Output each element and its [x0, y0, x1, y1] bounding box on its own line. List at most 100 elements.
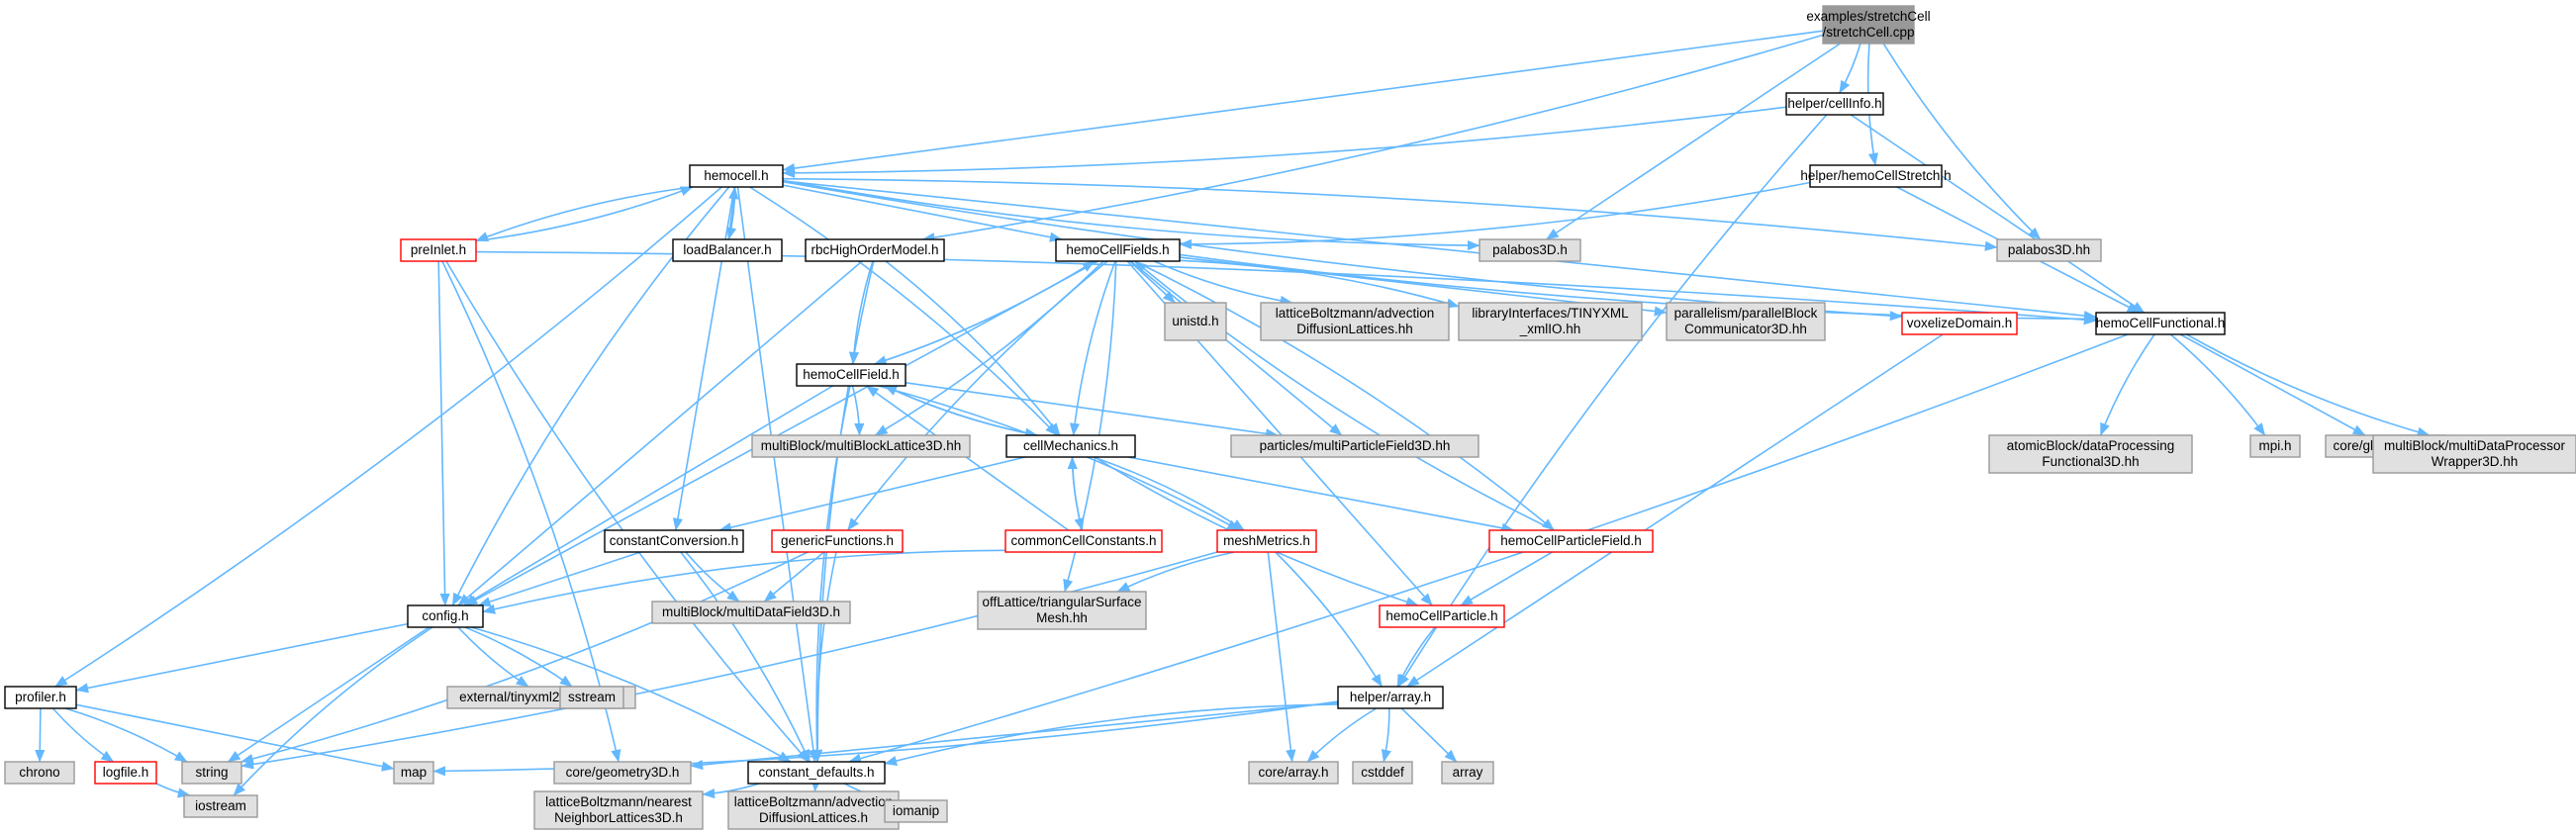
- node-voxel-box: [1901, 312, 2018, 335]
- edge-particlefield-to-fields: [1134, 260, 1555, 531]
- node-particlefield[interactable]: hemoCellParticleField.h: [1488, 529, 1654, 553]
- node-logfile-label-line-0: logfile.h: [103, 765, 149, 780]
- node-hemocell[interactable]: hemocell.h: [689, 164, 784, 188]
- node-map[interactable]: map: [393, 761, 434, 785]
- node-mblattice[interactable]: multiBlock/multiBlockLattice3D.hh: [751, 434, 971, 458]
- edge-config-to-iostream: [233, 626, 433, 796]
- node-generic-label-line-0: genericFunctions.h: [781, 533, 894, 548]
- node-mbdatafield[interactable]: multiBlock/multiDataField3D.h: [651, 601, 851, 624]
- node-parblock-label-line-0: parallelism/parallelBlock: [1674, 306, 1818, 321]
- node-chrono-label-line-0: chrono: [19, 765, 59, 780]
- node-generic[interactable]: genericFunctions.h: [771, 529, 904, 553]
- edge-array-to-arr: [1400, 707, 1458, 763]
- edge-meshmetrics-to-string: [240, 551, 1218, 770]
- edge-fields-to-tinyio: [1179, 259, 1460, 309]
- node-particlefield-box: [1488, 529, 1654, 553]
- node-lbadv[interactable]: latticeBoltzmann/advectionDiffusionLatti…: [1260, 302, 1450, 341]
- node-fields[interactable]: hemoCellFields.h: [1055, 238, 1181, 262]
- node-pal3dh[interactable]: palabos3D.h: [1479, 238, 1581, 262]
- edge-functional-to-globaldefs: [2179, 333, 2366, 436]
- edge-particle-to-array: [1396, 626, 1436, 688]
- edge-functional-to-mbwrapper: [2186, 333, 2431, 437]
- edge-array-to-defaults: [884, 703, 1339, 766]
- node-functional-label-line-0: hemoCellFunctional.h: [2096, 316, 2226, 330]
- node-constconv[interactable]: constantConversion.h: [604, 529, 744, 553]
- node-meshmetrics[interactable]: meshMetrics.h: [1216, 529, 1317, 553]
- edge-rbc-to-mechanics: [885, 260, 1061, 436]
- edge-commonconst-to-mechanics: [1067, 456, 1084, 531]
- edge-config-to-sstream: [464, 626, 573, 688]
- node-geometry[interactable]: core/geometry3D.h: [553, 761, 692, 785]
- node-sstream[interactable]: sstream: [559, 686, 624, 709]
- node-defaults[interactable]: constant_defaults.h: [747, 761, 886, 785]
- node-pal3dh-label-line-0: palabos3D.h: [1492, 242, 1568, 257]
- node-unistd[interactable]: unistd.h: [1164, 302, 1227, 341]
- node-pal3dhh[interactable]: palabos3D.hh: [1996, 238, 2102, 262]
- node-mpf[interactable]: particles/multiParticleField3D.hh: [1230, 434, 1479, 458]
- node-mechanics[interactable]: cellMechanics.h: [1005, 434, 1136, 458]
- node-lbadvh-label-line-1: DiffusionLattices.h: [759, 810, 868, 825]
- node-lbadvh[interactable]: latticeBoltzmann/advectionDiffusionLatti…: [727, 790, 900, 830]
- edge-generic-to-defaults: [811, 551, 837, 763]
- node-tinyio-label-line-0: libraryInterfaces/TINYXML: [1472, 306, 1629, 321]
- node-parblock[interactable]: parallelism/parallelBlockCommunicator3D.…: [1666, 302, 1826, 341]
- node-corearray[interactable]: core/array.h: [1248, 761, 1339, 785]
- edge-defaults-to-lbadvh: [811, 779, 821, 792]
- node-preinlet[interactable]: preInlet.h: [400, 238, 477, 262]
- node-atomic[interactable]: atomicBlock/dataProcessingFunctional3D.h…: [1988, 434, 2193, 474]
- node-string[interactable]: string: [181, 761, 242, 785]
- edge-hemocell-to-pal3dhh: [782, 177, 1998, 251]
- node-constconv-label-line-0: constantConversion.h: [610, 533, 739, 548]
- node-cellinfo[interactable]: helper/cellInfo.h: [1785, 92, 1884, 116]
- node-hemocell-box: [689, 164, 784, 188]
- node-map-box: [393, 761, 434, 785]
- node-particle-box: [1379, 604, 1505, 628]
- node-arr[interactable]: array: [1441, 761, 1494, 785]
- edge-constconv-to-defaults: [680, 551, 811, 763]
- node-lbadv-box: [1260, 302, 1450, 341]
- node-nearest[interactable]: latticeBoltzmann/nearestNeighborLattices…: [533, 790, 704, 830]
- node-rbc[interactable]: rbcHighOrderModel.h: [805, 238, 945, 262]
- node-lbadv-label-line-1: DiffusionLattices.hh: [1296, 322, 1413, 336]
- node-root[interactable]: examples/stretchCell/stretchCell.cpp: [1806, 5, 1931, 45]
- edge-preinlet-to-config: [437, 260, 450, 606]
- node-chrono[interactable]: chrono: [4, 761, 75, 785]
- node-generic-box: [771, 529, 904, 553]
- node-sstream-label-line-0: sstream: [568, 690, 616, 704]
- node-commonconst-box: [1004, 529, 1163, 553]
- node-mbwrapper[interactable]: multiBlock/multiDataProcessorWrapper3D.h…: [2372, 434, 2576, 474]
- node-corearray-box: [1248, 761, 1339, 785]
- edge-hemocell-to-mechanics: [749, 186, 1058, 436]
- node-config[interactable]: config.h: [407, 604, 484, 628]
- node-lbadvh-label-line-0: latticeBoltzmann/advection: [734, 794, 894, 809]
- node-config-label-line-0: config.h: [422, 608, 468, 623]
- node-particle[interactable]: hemoCellParticle.h: [1379, 604, 1505, 628]
- node-rbc-box: [805, 238, 945, 262]
- node-particle-label-line-0: hemoCellParticle.h: [1385, 608, 1497, 623]
- edge-config-to-defaults: [470, 626, 792, 763]
- node-array[interactable]: helper/array.h: [1337, 686, 1444, 709]
- node-functional[interactable]: hemoCellFunctional.h: [2095, 312, 2226, 335]
- node-profiler-box: [4, 686, 77, 709]
- edge-voxel-to-array: [1406, 333, 1944, 688]
- node-cstddef[interactable]: cstddef: [1352, 761, 1413, 785]
- node-loadbal[interactable]: loadBalancer.h: [672, 238, 783, 262]
- node-mpf-box: [1230, 434, 1479, 458]
- node-voxel[interactable]: voxelizeDomain.h: [1901, 312, 2018, 335]
- node-iostream[interactable]: iostream: [183, 794, 258, 818]
- edge-meshmetrics-to-array: [1275, 551, 1383, 688]
- node-stretchh[interactable]: helper/hemoCellStretch.h: [1800, 164, 1952, 188]
- node-loadbal-box: [672, 238, 783, 262]
- node-logfile[interactable]: logfile.h: [94, 761, 157, 785]
- node-tinyio[interactable]: libraryInterfaces/TINYXML_xmlIO.hh: [1458, 302, 1643, 341]
- edge-root-to-rbc: [921, 34, 1824, 243]
- node-iomanip[interactable]: iomanip: [884, 799, 948, 823]
- node-field[interactable]: hemoCellField.h: [796, 363, 906, 387]
- node-profiler[interactable]: profiler.h: [4, 686, 77, 709]
- node-commonconst[interactable]: commonCellConstants.h: [1004, 529, 1163, 553]
- edge-cellinfo-to-array: [1397, 114, 1828, 688]
- node-mpi[interactable]: mpi.h: [2249, 434, 2301, 458]
- node-mpi-box: [2249, 434, 2301, 458]
